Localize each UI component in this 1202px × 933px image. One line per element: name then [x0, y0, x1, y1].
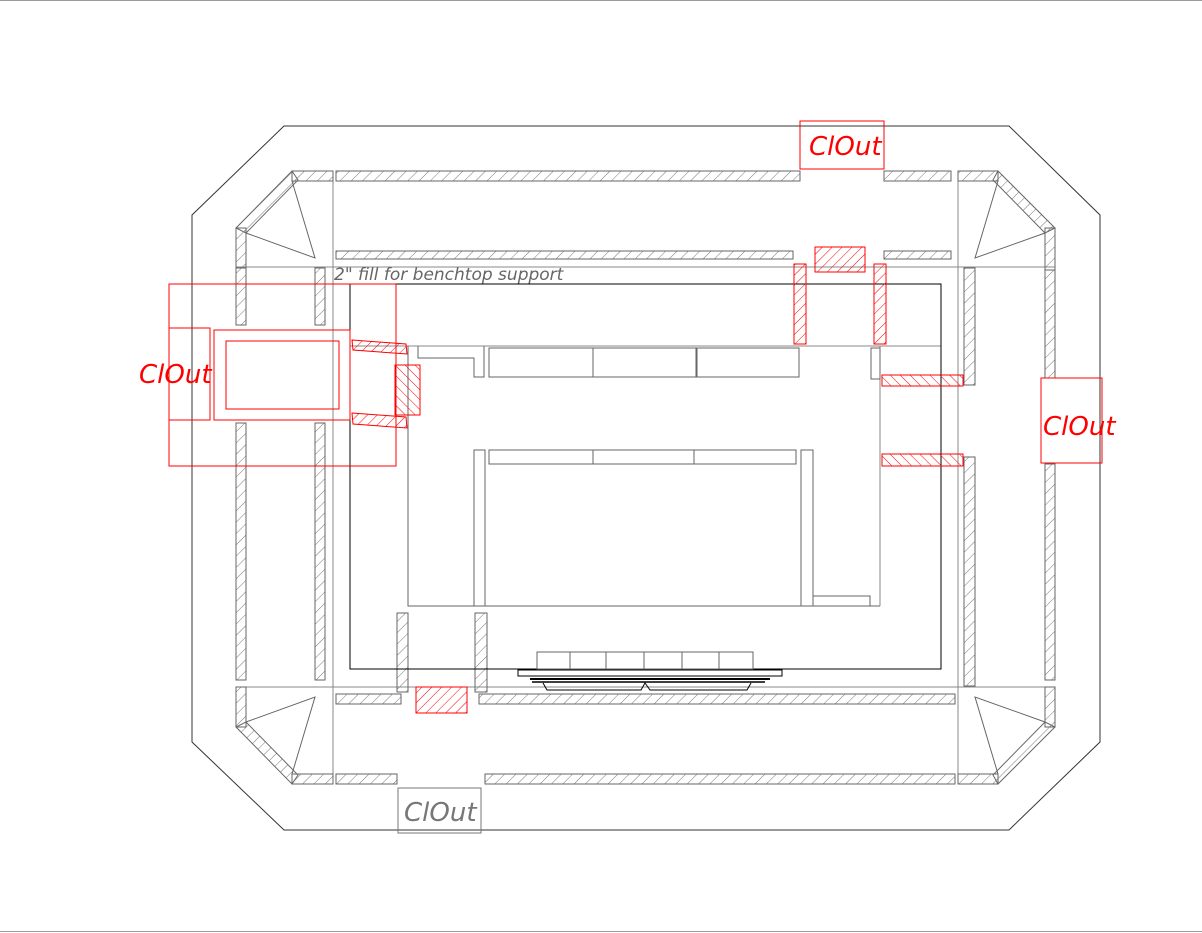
- svg-text:ClOut: ClOut: [1043, 412, 1116, 442]
- clout-bottom: ClOut: [397, 787, 482, 834]
- svg-text:ClOut: ClOut: [404, 798, 477, 828]
- benchtop-note: 2" fill for benchtop support: [334, 265, 565, 285]
- cabinets: [407, 346, 881, 670]
- clout-right: ClOut: [1040, 377, 1116, 464]
- benchtop-rail: [517, 669, 783, 691]
- guide-lines: [236, 171, 1055, 784]
- corner-fans: [245, 180, 1046, 775]
- benchtop-outline: [349, 283, 942, 670]
- clout-left: ClOut: [139, 283, 397, 467]
- clout-top: ClOut: [799, 120, 885, 170]
- red-hatches: [351, 246, 964, 714]
- hatched-walls: [235, 170, 1056, 785]
- svg-text:ClOut: ClOut: [809, 132, 882, 162]
- svg-text:ClOut: ClOut: [139, 360, 212, 390]
- bottom-border: [0, 931, 1202, 932]
- top-border: [0, 0, 1202, 1]
- outer-boundary: [191, 125, 1101, 831]
